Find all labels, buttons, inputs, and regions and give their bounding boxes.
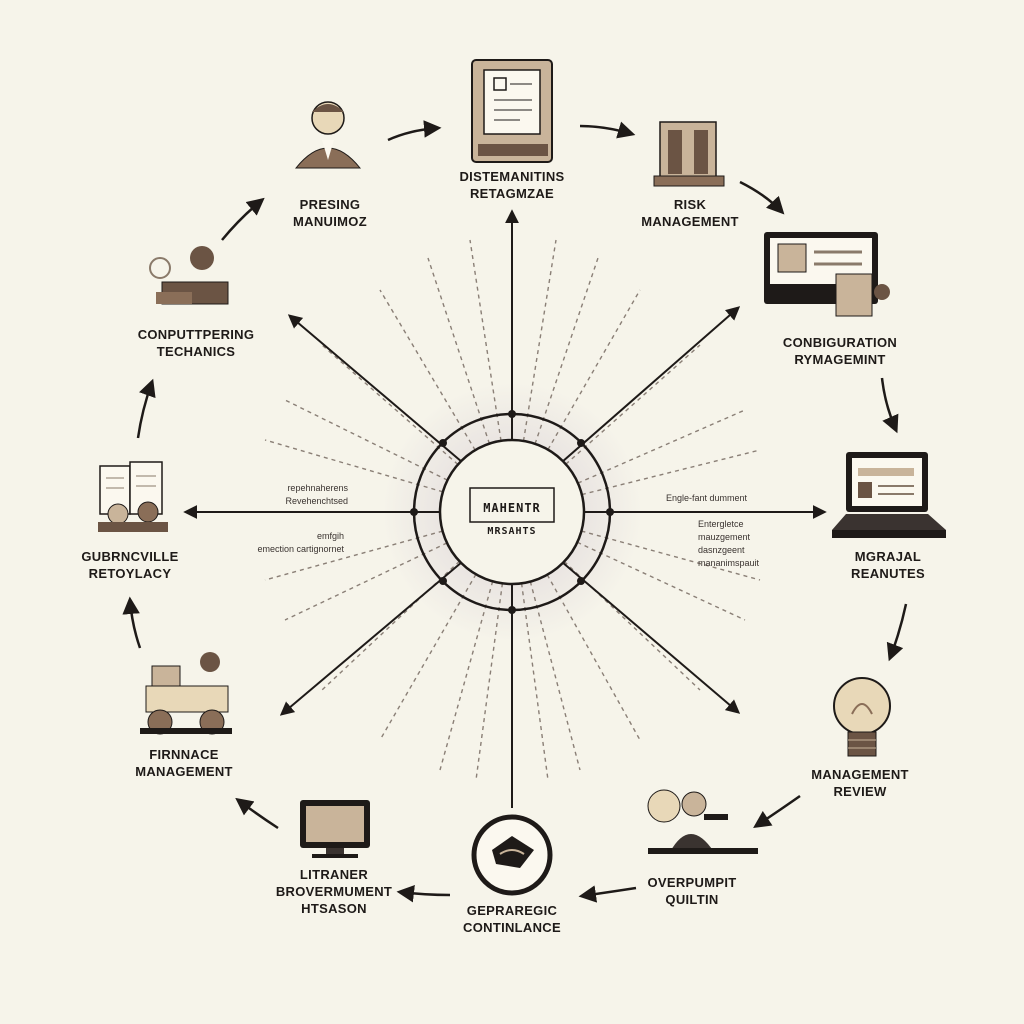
- annotation-right-lower-line4: mananimspauit: [698, 558, 760, 568]
- node-label-finance-line1: FIRNNACE: [149, 747, 219, 762]
- node-label-material-line1: MGRAJAL: [854, 549, 922, 564]
- team-icon: [140, 652, 232, 735]
- annotation-left-lower-line2: emection cartignornet: [257, 544, 344, 554]
- seal-icon: [471, 814, 553, 896]
- node-label-litraner-line1: LITRANER: [299, 867, 369, 882]
- node-label-litraner-line2: BROVERMUMENT: [275, 884, 393, 899]
- node-label-top-line1: DISTEMANITINS: [459, 169, 565, 184]
- annotation-right-lower: Entergletce mauzgement dasnzgeent manani…: [698, 518, 759, 570]
- node-label-governance-line1: GUBRNCVILLE: [81, 549, 179, 564]
- annotation-right-upper: Engle-fant dumment: [666, 492, 747, 505]
- node-label-governance-line2: RETOYLACY: [88, 566, 172, 581]
- person-desk-icon: [647, 789, 758, 854]
- monitor-icon: [764, 232, 890, 317]
- annotation-left-upper: repehnaherens Revehenchtsed: [285, 482, 348, 508]
- node-label-finance-line2: MANAGEMENT: [135, 764, 233, 779]
- hub-label: MAHENTR: [452, 490, 572, 526]
- node-label-top-line2: RETAGMZAE: [469, 186, 555, 201]
- annotation-right-lower-line1: Entergletce: [698, 519, 744, 529]
- node-label-compliance: GEPRAREGIC CONTINLANCE: [463, 902, 561, 936]
- node-label-litraner: LITRANER BROVERMUMENT HTSASON: [276, 866, 392, 917]
- hub-sublabel: MRSAHTS: [452, 522, 572, 542]
- hub-label-line1: MAHENTR: [483, 501, 541, 515]
- node-label-config: CONBIGURATION RYMAGEMINT: [783, 334, 897, 368]
- node-label-presing-line1: PRESING: [299, 197, 361, 212]
- books-icon: [98, 461, 168, 532]
- annotation-right-lower-line2: mauzgement: [698, 532, 751, 542]
- annotation-left-lower-line1: emfgih: [316, 531, 344, 541]
- hub-label-box: [469, 487, 555, 523]
- hub-dots: [410, 410, 614, 614]
- node-label-governance: GUBRNCVILLE RETOYLACY: [81, 548, 178, 582]
- laptop-icon: [832, 452, 946, 538]
- building-icon: [653, 121, 725, 187]
- node-label-overpumpit-line2: QUILTIN: [665, 892, 719, 907]
- node-label-config-line1: CONBIGURATION: [782, 335, 898, 350]
- node-label-top: DISTEMANITINS RETAGMZAE: [459, 168, 564, 202]
- node-label-review-line2: REVIEW: [833, 784, 887, 799]
- node-label-risk: RISK MANAGEMENT: [641, 196, 739, 230]
- node-label-presing-line2: MANUIMOZ: [293, 214, 367, 229]
- annotation-right-lower-line3: dasnzgeent: [698, 545, 745, 555]
- node-label-review-line1: MANAGEMENT: [811, 767, 909, 782]
- node-label-computering: CONPUTTPERING TECHANICS: [138, 326, 255, 360]
- worker-icon: [149, 246, 229, 305]
- document-board-icon: [471, 59, 553, 163]
- node-label-compliance-line2: CONTINLANCE: [463, 920, 561, 935]
- annotation-right-upper-line1: Engle-fant dumment: [666, 493, 748, 503]
- node-label-overpumpit-line1: OVERPUMPIT: [647, 875, 737, 890]
- node-label-config-line2: RYMAGEMINT: [794, 352, 886, 367]
- node-label-finance: FIRNNACE MANAGEMENT: [135, 746, 233, 780]
- spokes: [183, 209, 827, 808]
- node-label-litraner-line3: HTSASON: [301, 901, 367, 916]
- node-label-overpumpit: OVERPUMPIT QUILTIN: [648, 874, 737, 908]
- hub-inner-ring: [438, 438, 586, 586]
- annotation-left-lower: emfgih emection cartignornet: [257, 530, 344, 556]
- cycle-arrows: [122, 120, 908, 903]
- node-label-computering-line1: CONPUTTPERING: [137, 327, 255, 342]
- computer-icon: [300, 800, 370, 858]
- node-label-material: MGRAJAL REANUTES: [851, 548, 925, 582]
- annotation-left-upper-line1: repehnaherens: [287, 483, 348, 493]
- annotation-left-upper-line2: Revehenchtsed: [285, 496, 348, 506]
- node-label-material-line2: REANUTES: [851, 566, 925, 581]
- node-label-review: MANAGEMENT REVIEW: [811, 766, 909, 800]
- node-label-risk-line1: RISK: [673, 197, 707, 212]
- lightbulb-icon: [833, 677, 891, 757]
- node-label-presing: PRESING MANUIMOZ: [293, 196, 367, 230]
- node-label-risk-line2: MANAGEMENT: [641, 214, 739, 229]
- hub-label-line2: MRSAHTS: [487, 526, 537, 537]
- node-label-computering-line2: TECHANICS: [156, 344, 236, 359]
- businessman-icon: [294, 101, 362, 169]
- node-label-compliance-line1: GEPRAREGIC: [466, 903, 558, 918]
